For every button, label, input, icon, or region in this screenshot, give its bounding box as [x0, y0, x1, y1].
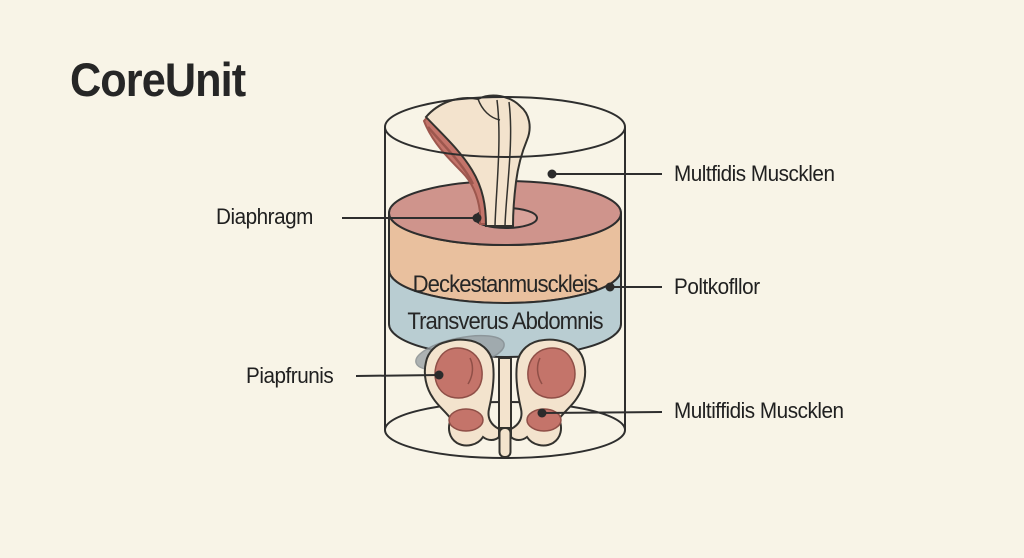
dot-diaphragm [472, 213, 482, 223]
pelvis-right-wing [510, 338, 587, 447]
page-title: CoreUnit [70, 53, 246, 106]
spine-top-ridge [477, 98, 501, 121]
label-pelvic-floor: Poltkofllor [674, 274, 760, 299]
label-piapfrunis: Piapfrunis [246, 363, 334, 388]
label-layer1: Deckestanmusckleis [412, 271, 599, 298]
pelvis-wing-lower-muscle [448, 408, 484, 432]
pelvis-left-wing [423, 338, 500, 447]
tailbone [498, 427, 512, 458]
leader-piapfrunis [355, 374, 440, 377]
spine-stripe-2 [504, 101, 512, 227]
spine-structure [422, 94, 531, 227]
label-multifidus-top: Multfidis Muscklen [674, 161, 835, 186]
spine-stripe-1 [494, 99, 500, 227]
leader-multifidus-bottom [541, 411, 663, 414]
spine-muscle-layer-line [427, 126, 475, 185]
label-multifidus-bottom: Multiffidis Muscklen [674, 398, 844, 423]
dot-pelvic-floor [605, 282, 615, 292]
pelvis-structure [415, 334, 587, 458]
sacrum-strip [498, 357, 512, 429]
leader-lines [342, 173, 663, 414]
label-layer2: Transverus Abdomnis [407, 308, 603, 335]
dot-piapfrunis [434, 370, 444, 380]
dot-multifidus-top [547, 169, 557, 179]
pelvis-wing-muscle-notch [467, 357, 474, 385]
label-diaphragm: Diaphragm [216, 204, 313, 229]
leader-dots [434, 169, 615, 418]
dot-multifidus-bottom [537, 408, 547, 418]
